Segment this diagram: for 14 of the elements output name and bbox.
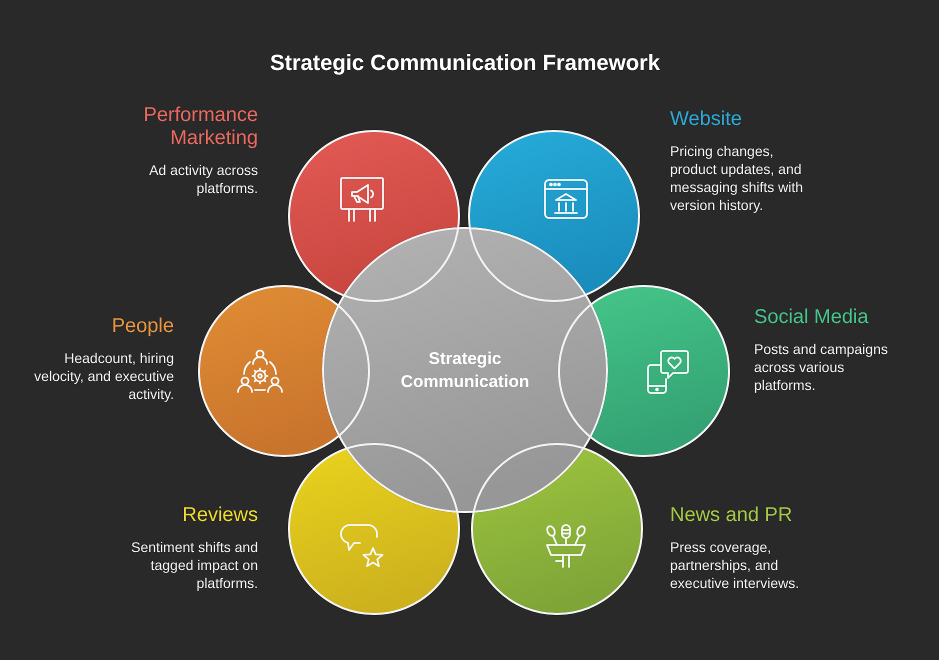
category-description: Headcount, hiring velocity, and executive activity.	[33, 349, 174, 403]
category-description: Posts and campaigns across various platforms.	[754, 340, 889, 394]
category-heading: Reviews	[181, 504, 258, 527]
category-description: Pricing changes, product updates, and messaging shifts with version history.	[670, 142, 804, 214]
center-label: Strategic Communication	[400, 348, 530, 393]
category-heading: Social Media	[754, 306, 870, 329]
category-description: Press coverage, partnerships, and executive interviews.	[670, 538, 800, 592]
category-description: Ad activity across platforms.	[148, 161, 258, 197]
category-heading: Performance Marketing	[142, 104, 258, 150]
category-heading: News and PR	[670, 504, 794, 527]
category-description: Sentiment shifts and tagged impact on platforms.	[130, 538, 258, 592]
diagram-title: Strategic Communication Framework	[270, 50, 660, 76]
category-heading: Website	[670, 108, 743, 131]
category-heading: People	[110, 315, 174, 338]
